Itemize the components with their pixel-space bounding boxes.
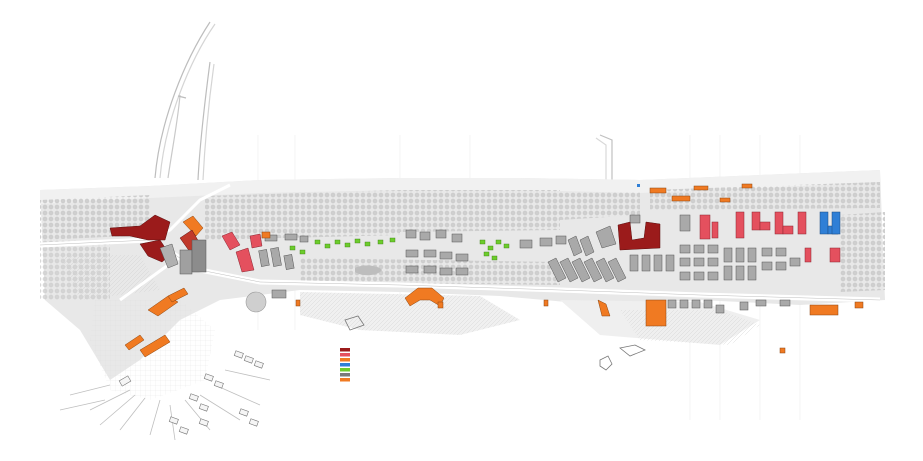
roundabout <box>245 291 267 313</box>
buildings-blue <box>819 211 841 235</box>
pier-structures <box>154 21 216 181</box>
small-sculpture <box>344 315 646 371</box>
legend-item-3 <box>340 358 350 362</box>
pond <box>355 265 382 276</box>
legend <box>340 348 350 382</box>
boat-sheds <box>118 350 264 435</box>
beach-strip <box>40 170 880 204</box>
legend-item-1 <box>340 348 350 352</box>
legend-item-7 <box>340 378 350 382</box>
marina-docks <box>59 369 271 441</box>
buildings-dark-red-left <box>109 214 171 263</box>
legend-item-5 <box>340 368 350 372</box>
buildings-gray <box>258 214 801 314</box>
buildings-dark-red-center <box>617 221 661 251</box>
legend-item-6 <box>340 373 350 377</box>
legend-item-2 <box>340 353 350 357</box>
legend-item-4 <box>340 363 350 367</box>
buildings-pink-right <box>699 211 841 263</box>
buildings-orange <box>124 183 864 358</box>
tower-buildings <box>159 215 207 275</box>
buildings-green <box>289 237 510 261</box>
buildings-pink-left <box>221 231 263 273</box>
blue-marker <box>637 184 640 187</box>
